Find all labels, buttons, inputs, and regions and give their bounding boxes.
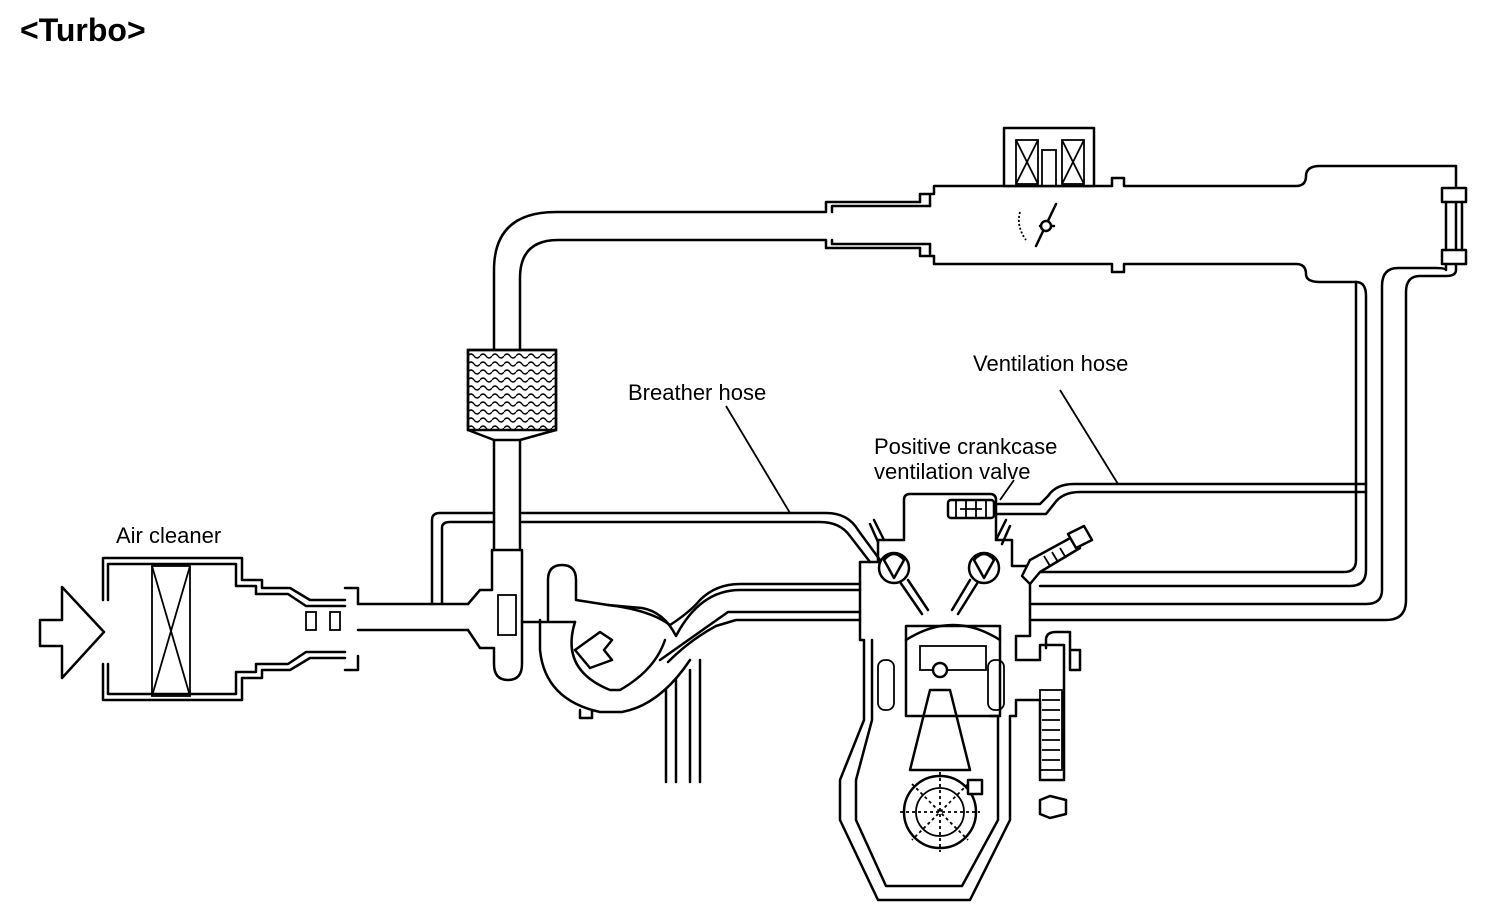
ventilation-hose [994, 389, 1368, 516]
breather-hose [520, 405, 882, 564]
ventilation-hose-label: Ventilation hose [973, 351, 1129, 376]
engine [838, 492, 1082, 902]
breather-hose-label: Breather hose [628, 380, 767, 405]
throttle-body [918, 126, 1458, 284]
air-cleaner-label: Air cleaner [116, 523, 222, 548]
turbo-outlet-pipe [606, 582, 862, 784]
pcv-valve-label: Positive crankcase ventilation valve [874, 434, 1057, 484]
air-cleaner [101, 556, 360, 702]
charge-pipe [492, 200, 932, 552]
pcv-valve [946, 479, 1015, 520]
turbocharger [466, 548, 692, 720]
fuel-injector [1020, 524, 1094, 586]
pcv-valve-label-line1: Positive crankcase [874, 434, 1058, 459]
return-pipes [1028, 186, 1468, 622]
pcv-valve-label-line2: ventilation valve [874, 459, 1031, 484]
cylinder-head-valves [868, 518, 1012, 616]
page-title: <Turbo> [20, 12, 146, 48]
inlet-arrow-icon [38, 585, 106, 680]
intake-duct [356, 511, 496, 632]
intercooler [466, 348, 558, 442]
